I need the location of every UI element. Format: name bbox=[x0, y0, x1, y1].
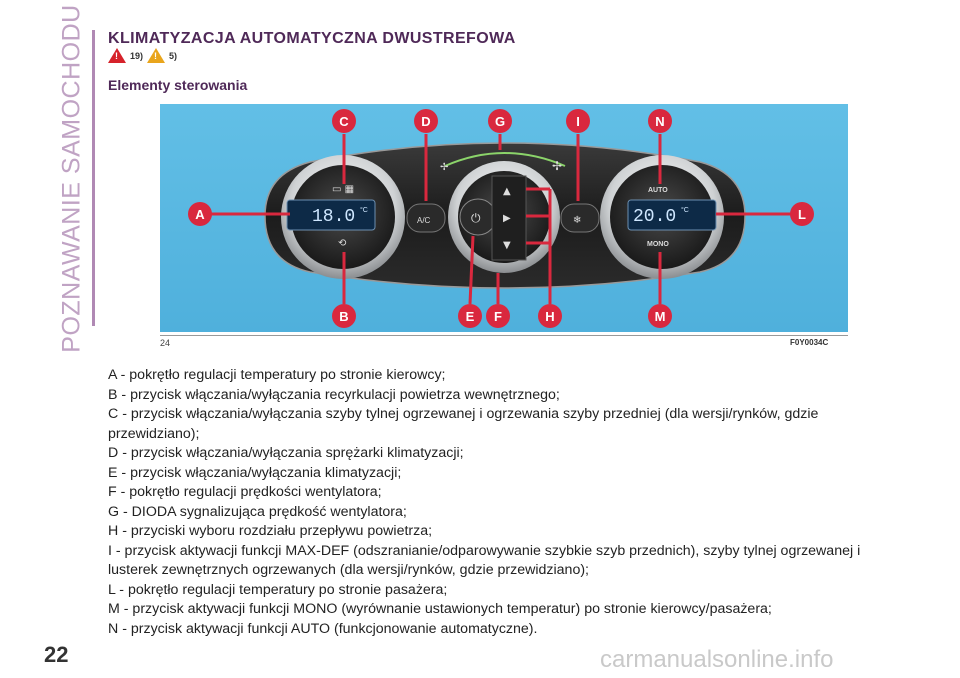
watermark-text: carmanualsonline.info bbox=[600, 646, 834, 673]
legend-item: M - przycisk aktywacji funkcji MONO (wyr… bbox=[108, 601, 772, 617]
callout-g-label: G bbox=[495, 114, 505, 129]
left-temp-unit: °C bbox=[360, 206, 368, 214]
legend-item: D - przycisk włączania/wyłączania spręża… bbox=[108, 445, 464, 461]
callout-b bbox=[332, 304, 356, 328]
callout-d-label: D bbox=[421, 114, 430, 129]
callout-g bbox=[488, 109, 512, 133]
callout-i bbox=[566, 109, 590, 133]
recirculation-icon: ⟲ bbox=[338, 238, 347, 249]
page-title: KLIMATYZACJA AUTOMATYCZNA DWUSTREFOWA bbox=[108, 30, 516, 47]
callout-f-label: F bbox=[494, 309, 502, 324]
control-panel-figure: 18.0 °C ▭ ▦ ⟲ A/C ✢ ✢ ⏻ ▲ ▶ ▼ ❄ 20.0 °C … bbox=[160, 104, 848, 332]
mono-label: MONO bbox=[647, 241, 669, 248]
airflow-face-icon: ▶ bbox=[503, 213, 511, 224]
legend-item: E - przycisk włączania/wyłączania klimat… bbox=[108, 464, 402, 481]
callout-m bbox=[648, 304, 672, 328]
callout-a-label: A bbox=[195, 207, 205, 222]
warning-triangle-icon: ! bbox=[108, 48, 126, 63]
legend-item: L - pokrętło regulacji temperatury po st… bbox=[108, 581, 448, 598]
callout-c-label: C bbox=[339, 114, 349, 129]
auto-label: AUTO bbox=[648, 187, 668, 194]
section-side-tab: POZNAWANIE SAMOCHODU bbox=[52, 4, 92, 352]
callout-l-label: L bbox=[798, 207, 806, 222]
callout-a bbox=[188, 202, 212, 226]
airflow-feet-icon: ▼ bbox=[503, 240, 511, 251]
power-icon: ⏻ bbox=[471, 211, 481, 225]
callout-f bbox=[486, 304, 510, 328]
legend-item: C - przycisk włączania/wyłączania szyby … bbox=[108, 406, 819, 442]
callout-b-label: B bbox=[339, 309, 348, 324]
callout-e bbox=[458, 304, 482, 328]
legend-item: A - pokrętło regulacji temperatury po st… bbox=[108, 367, 446, 383]
legend-item: F - pokrętło regulacji prędkości wentyla… bbox=[108, 484, 382, 500]
callout-n-label: N bbox=[655, 114, 664, 129]
warning-ref-1: 19) bbox=[130, 50, 144, 61]
side-divider bbox=[92, 30, 95, 326]
right-temp-unit: °C bbox=[681, 206, 689, 214]
callout-m-label: M bbox=[655, 309, 666, 324]
callout-e-label: E bbox=[466, 309, 475, 324]
fan-low-icon: ✢ bbox=[440, 162, 448, 173]
ac-label: A/C bbox=[417, 216, 431, 225]
fan-speed-led-arc bbox=[444, 152, 566, 167]
callout-n bbox=[648, 109, 672, 133]
caution-triangle-icon: ! bbox=[147, 48, 166, 63]
air-distribution-buttons bbox=[491, 175, 527, 261]
callout-markers: C D G I N A L B E F H M bbox=[188, 109, 814, 328]
legend-item: N - przycisk aktywacji funkcji AUTO (fun… bbox=[108, 620, 538, 637]
figure-caption-rule bbox=[160, 335, 848, 336]
rear-defrost-icon: ▭ ▦ bbox=[332, 184, 354, 195]
warning-ref-2: 5) bbox=[169, 50, 178, 61]
legend-item: B - przycisk włączania/wyłączania recyrk… bbox=[108, 386, 560, 403]
ac-button bbox=[406, 203, 446, 233]
figure-number: 24 bbox=[160, 338, 171, 348]
callout-l bbox=[790, 202, 814, 226]
legend-item: G - DIODA sygnalizująca prędkość wentyla… bbox=[108, 503, 407, 520]
callout-c bbox=[332, 109, 356, 133]
page-number: 22 bbox=[44, 642, 69, 667]
callout-h-label: H bbox=[545, 309, 554, 324]
right-temp-value: 20.0 bbox=[633, 207, 676, 227]
airflow-up-icon: ▲ bbox=[503, 186, 511, 197]
section-subtitle: Elementy sterowania bbox=[108, 77, 248, 93]
left-temp-value: 18.0 bbox=[312, 207, 355, 227]
legend-item: I - przycisk aktywacji funkcji MAX-DEF (… bbox=[108, 542, 861, 579]
max-def-button bbox=[560, 203, 600, 233]
windshield-defrost-icon: ❄ bbox=[573, 215, 581, 226]
figure-code: F0Y0034C bbox=[790, 338, 829, 347]
legend-item: H - przyciski wyboru rozdziału przepływu… bbox=[108, 523, 433, 539]
section-label: POZNAWANIE SAMOCHODU bbox=[57, 3, 86, 353]
callout-h bbox=[538, 304, 562, 328]
controls-legend: A - pokrętło regulacji temperatury po st… bbox=[108, 366, 908, 639]
callout-i-label: I bbox=[576, 114, 580, 129]
warning-refs: ! 19) ! 5) bbox=[108, 48, 177, 63]
callout-leaders bbox=[210, 134, 792, 305]
callout-d bbox=[414, 109, 438, 133]
control-panel-illustration: 18.0 °C ▭ ▦ ⟲ A/C ✢ ✢ ⏻ ▲ ▶ ▼ ❄ 20.0 °C … bbox=[188, 109, 814, 328]
fan-high-icon: ✢ bbox=[552, 159, 562, 173]
